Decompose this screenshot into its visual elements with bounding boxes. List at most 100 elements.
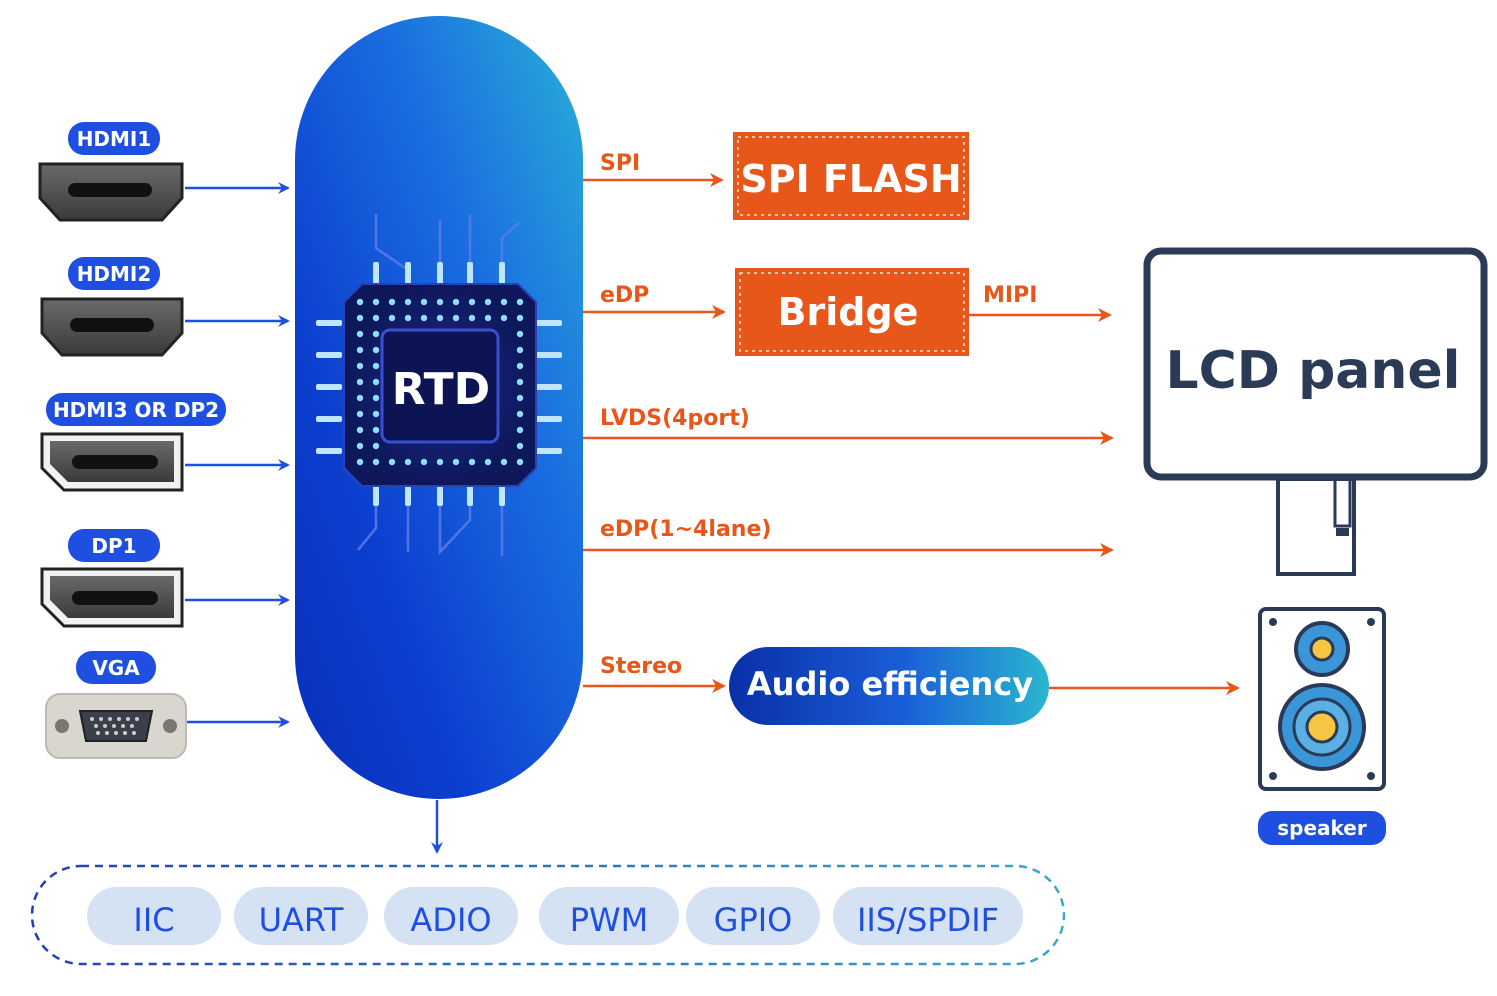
input-label-hdmi2: HDMI2	[77, 262, 152, 286]
chip-ball	[404, 298, 412, 306]
signal-label-stereo: Stereo	[600, 654, 682, 679]
vga-port-icon	[45, 693, 187, 759]
chip-ball	[356, 314, 364, 322]
chip-ball	[484, 458, 492, 466]
hdmi-port-icon	[38, 162, 184, 222]
chip-ball	[436, 314, 444, 322]
chip-ball	[372, 314, 380, 322]
chip-ball	[516, 394, 524, 402]
signal-lvds: LVDS(4port)	[583, 406, 1114, 445]
signal-stereo: Stereo	[583, 654, 726, 693]
chip-ball	[468, 298, 476, 306]
input-hdmi2: HDMI2	[40, 257, 290, 357]
peripheral-pill-bg	[539, 887, 679, 945]
speaker-label-pill	[1258, 811, 1386, 845]
peripheral-pill: IIS/SPDIF	[833, 887, 1023, 945]
chip-ball	[500, 298, 508, 306]
chip-ball	[388, 314, 396, 322]
peripheral-pill: ADIO	[384, 887, 518, 945]
input-label-hdmi1: HDMI1	[77, 127, 152, 151]
chip-ball	[516, 330, 524, 338]
chip-ball	[516, 362, 524, 370]
spi-flash-pins	[737, 136, 965, 216]
chip-ball	[356, 426, 364, 434]
signal-edp: eDP	[583, 283, 726, 319]
chip-ball	[468, 458, 476, 466]
block-spi-flash: SPI FLASH	[733, 132, 969, 220]
chip-ball	[356, 378, 364, 386]
speaker-icon	[1258, 607, 1386, 791]
peripheral-pill-bg	[87, 887, 221, 945]
chip-ball	[388, 298, 396, 306]
chip-pins	[316, 262, 562, 506]
signal-spi: SPI	[583, 151, 724, 187]
chip-ball	[484, 314, 492, 322]
chip-ball	[420, 298, 428, 306]
bridge-box	[735, 268, 969, 356]
peripheral-pill: UART	[234, 887, 368, 945]
peripherals-list: IIC UART ADIO PWM GPIO IIS/SPDIF	[87, 887, 1023, 945]
peripheral-label: UART	[259, 901, 344, 939]
chip-ball	[372, 346, 380, 354]
chip-ball	[372, 458, 380, 466]
chip-ball	[404, 458, 412, 466]
chip-die	[380, 328, 500, 444]
displayport-icon	[40, 432, 184, 492]
input-label-hdmi3-dp2: HDMI3 OR DP2	[53, 398, 219, 422]
lcd-cable	[1333, 479, 1352, 528]
input-label-pill	[68, 529, 160, 562]
signal-label-edp: eDP	[600, 283, 649, 308]
chip-ball	[372, 442, 380, 450]
lcd-panel: LCD panel	[1143, 247, 1488, 576]
signal-label-edp-lane: eDP(1~4lane)	[600, 517, 771, 542]
input-label-pill	[46, 393, 226, 426]
chip-ball	[516, 458, 524, 466]
chip-ball	[372, 298, 380, 306]
chip-ball	[452, 458, 460, 466]
peripheral-label: IIC	[133, 901, 174, 939]
peripheral-label: GPIO	[714, 901, 793, 939]
chip-ball	[356, 298, 364, 306]
chip-ball	[436, 298, 444, 306]
chip-ball	[516, 442, 524, 450]
chip-ball	[516, 410, 524, 418]
chip-ball	[516, 298, 524, 306]
input-label-pill	[76, 651, 156, 684]
signal-label-lvds: LVDS(4port)	[600, 406, 750, 431]
input-label-pill	[68, 257, 160, 290]
chip-ball	[516, 346, 524, 354]
chip-ball	[404, 314, 412, 322]
peripheral-label: IIS/SPDIF	[857, 901, 999, 939]
chip-ball-grid	[356, 298, 524, 466]
chip-ball	[420, 458, 428, 466]
spi-flash-label: SPI FLASH	[740, 157, 961, 201]
chip-ball	[500, 314, 508, 322]
bridge-pins	[739, 272, 965, 352]
signal-label-mipi: MIPI	[983, 283, 1037, 308]
input-label-pill	[68, 122, 160, 155]
input-hdmi1: HDMI1	[38, 122, 290, 222]
chip-ball	[356, 442, 364, 450]
chip-ball	[356, 362, 364, 370]
block-audio: Audio efficiency	[729, 647, 1240, 725]
peripheral-pill-bg	[234, 887, 368, 945]
hdmi-port-icon	[40, 297, 184, 357]
chip-ball	[420, 314, 428, 322]
peripheral-pill-bg	[384, 887, 518, 945]
peripheral-pill: PWM	[539, 887, 679, 945]
chip-ball	[516, 378, 524, 386]
peripheral-pill: IIC	[87, 887, 221, 945]
input-label-dp1: DP1	[91, 534, 136, 558]
audio-label: Audio efficiency	[747, 665, 1033, 703]
audio-box	[729, 647, 1049, 725]
input-label-vga: VGA	[92, 656, 140, 680]
chip-ball	[372, 330, 380, 338]
chip-ball	[372, 426, 380, 434]
chip-ball	[372, 410, 380, 418]
chip-ball	[388, 458, 396, 466]
bridge-label: Bridge	[778, 290, 919, 334]
chip-ball	[500, 458, 508, 466]
speaker-label: speaker	[1277, 816, 1367, 840]
chip-ball	[356, 346, 364, 354]
